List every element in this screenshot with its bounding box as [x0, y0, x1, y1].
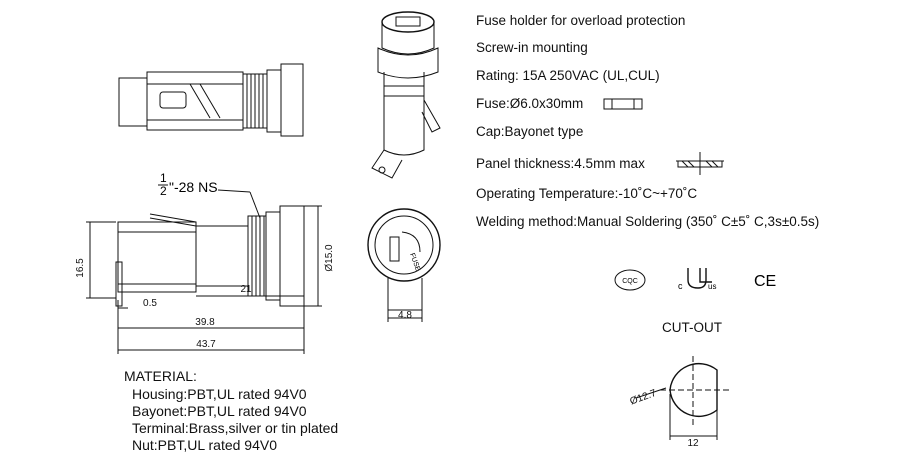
material-bayonet: Bayonet:PBT,UL rated 94V0: [132, 403, 307, 419]
ul-c-text: c: [678, 281, 683, 291]
spec-rating: Rating: 15A 250VAC (UL,CUL): [476, 68, 660, 83]
side-view-dimensioned: [86, 189, 322, 354]
thread-fraction-den: 2: [160, 184, 167, 198]
dim-diameter-15: Ø15.0: [324, 244, 335, 272]
thread-fraction-num: 1: [160, 171, 167, 185]
side-view-top: [118, 63, 304, 137]
spec-cap: Cap:Bayonet type: [476, 124, 584, 139]
spec-panel-thickness: Panel thickness:4.5mm max: [476, 156, 645, 171]
spec-description: Fuse holder for overload protection: [476, 13, 686, 28]
dim-21: 21: [240, 284, 252, 295]
front-view: [367, 208, 441, 322]
material-nut: Nut:PBT,UL rated 94V0: [132, 437, 278, 453]
cutout-title: CUT-OUT: [662, 320, 722, 335]
spec-fuse: Fuse:Ø6.0x30mm: [476, 96, 584, 111]
fuse-icon: [603, 98, 643, 110]
cutout-drawing: [635, 356, 730, 440]
dim-diameter-12-7: Ø12.7: [628, 388, 658, 408]
dim-43-7: 43.7: [196, 339, 216, 350]
ul-logo: [687, 268, 712, 289]
spec-operating-temperature: Operating Temperature:-10˚C~+70˚C: [476, 186, 698, 201]
dim-0-5: 0.5: [143, 298, 157, 309]
thread-spec: "-28 NS: [169, 179, 218, 195]
cqc-logo: [614, 269, 646, 291]
dim-16-5: 16.5: [75, 258, 86, 278]
ce-mark: CE: [754, 273, 776, 290]
dim-12: 12: [687, 438, 699, 449]
ul-us-text: us: [708, 282, 716, 291]
fuse-text: FUSE: [408, 252, 421, 272]
material-terminal: Terminal:Brass,silver or tin plated: [132, 420, 339, 436]
dim-39-8: 39.8: [195, 317, 215, 328]
spec-welding-method: Welding method:Manual Soldering (350˚ C±…: [476, 214, 820, 229]
material-housing: Housing:PBT,UL rated 94V0: [132, 386, 307, 402]
material-title: MATERIAL:: [124, 368, 197, 384]
panel-thickness-icon: [676, 152, 724, 175]
perspective-view: [371, 11, 441, 179]
cqc-text: CQC: [622, 278, 638, 285]
spec-mounting: Screw-in mounting: [476, 40, 588, 55]
dim-4-8: 4.8: [398, 310, 412, 321]
